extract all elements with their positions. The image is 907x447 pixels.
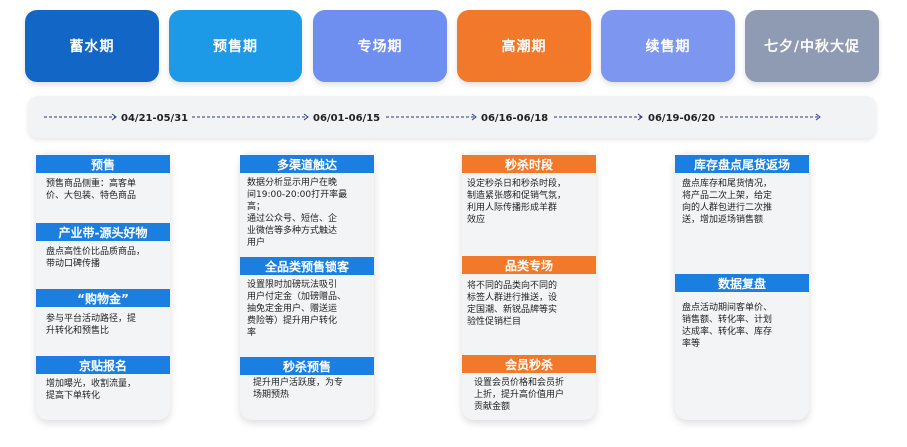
section-tag: 预售 [36,155,170,173]
section-tag: 秒杀预售 [240,357,374,375]
phase-label: 高潮期 [501,39,547,55]
content-column-1 [36,152,170,420]
phase-label: 预售期 [213,39,258,55]
arrow-head-icon [111,113,117,121]
section-text: 设置限时加磅玩法吸引 用户付定金（加磅赠品、 抽免定金用户、赠送运 费险等）提升… [247,280,347,338]
section-text: 盘点库存和尾货情况， 将产品二次上架，给定 向的人群包进行二次推 送，增加返场销… [682,179,773,225]
section-text: 设定秒杀日和秒杀时段， 制造紧张感和促销气氛， 利用人际传播形成羊群 效应 [467,179,567,225]
section-tag: 库存盘点尾货返场 [675,155,809,173]
section-tag: 数据复盘 [675,274,809,292]
phase-card-dacu: 七夕/中秋大促 [745,10,879,82]
timeline-arrows [44,113,821,121]
section-tag: “购物金” [36,289,170,307]
section-text: 盘点高性价比品质商品， 带动口碑传播 [46,247,146,269]
phase-card-yushou: 预售期 [169,10,302,82]
phase-label: 七夕/中秋大促 [763,39,861,55]
section-text: 将不同的品类向不同的 标签人群进行推送，设 定国潮、新锐品牌等实 验性促销栏目 [467,281,558,327]
section-text: 增加曝光，收割流量， 提高下单转化 [46,379,137,401]
arrow-head-icon [303,113,309,121]
section-tag: 产业带-源头好物 [36,223,170,241]
phase-label: 专场期 [357,39,403,55]
section-tag: 秒杀时段 [462,155,596,173]
timeline-date: 06/01-06/15 [313,113,381,124]
content-column-2 [240,152,374,420]
arrow-head-icon [637,113,643,121]
arrow-head-icon [471,113,477,121]
phase-label: 续售期 [645,39,691,55]
section-text: 提升用户活跃度，为专 场期预热 [253,378,344,400]
section-text: 参与平台活动路径，提 升转化和预售比 [46,314,137,336]
section-text: 盘点活动期间客单价、 销售额、转化率、计划 达成率、转化率、库存 率等 [682,303,773,349]
timeline-date: 04/21-05/31 [121,113,189,124]
section-tag: 京贴报名 [36,356,170,374]
arrow-head-icon [815,113,821,121]
phase-card-xushou: 续售期 [601,10,735,82]
section-tag: 多渠道触达 [240,155,374,173]
section-text: 预售商品侧重：高客单 价、大包装、特色商品 [46,179,137,201]
timeline-date: 06/16-06/18 [481,113,549,124]
section-tag: 全品类预售锁客 [240,257,374,275]
phase-card-zhuanchang: 专场期 [313,10,447,82]
section-text: 设置会员价格和会员折 上折，提升高价值用户 贡献金额 [474,378,565,412]
section-tag: 品类专场 [462,256,596,274]
timeline-date: 06/19-06/20 [648,113,716,124]
phase-card-xushui: 蓄水期 [25,10,159,82]
phase-card-gaochao: 高潮期 [457,10,591,82]
timeline-bar [28,96,876,138]
content-column-3 [462,152,596,420]
section-tag: 会员秒杀 [462,355,596,373]
section-text: 数据分析显示用户在晚 间19:00-20:00打开率最 高； 通过公众号、短信、… [247,178,348,248]
phase-label: 蓄水期 [69,39,115,55]
